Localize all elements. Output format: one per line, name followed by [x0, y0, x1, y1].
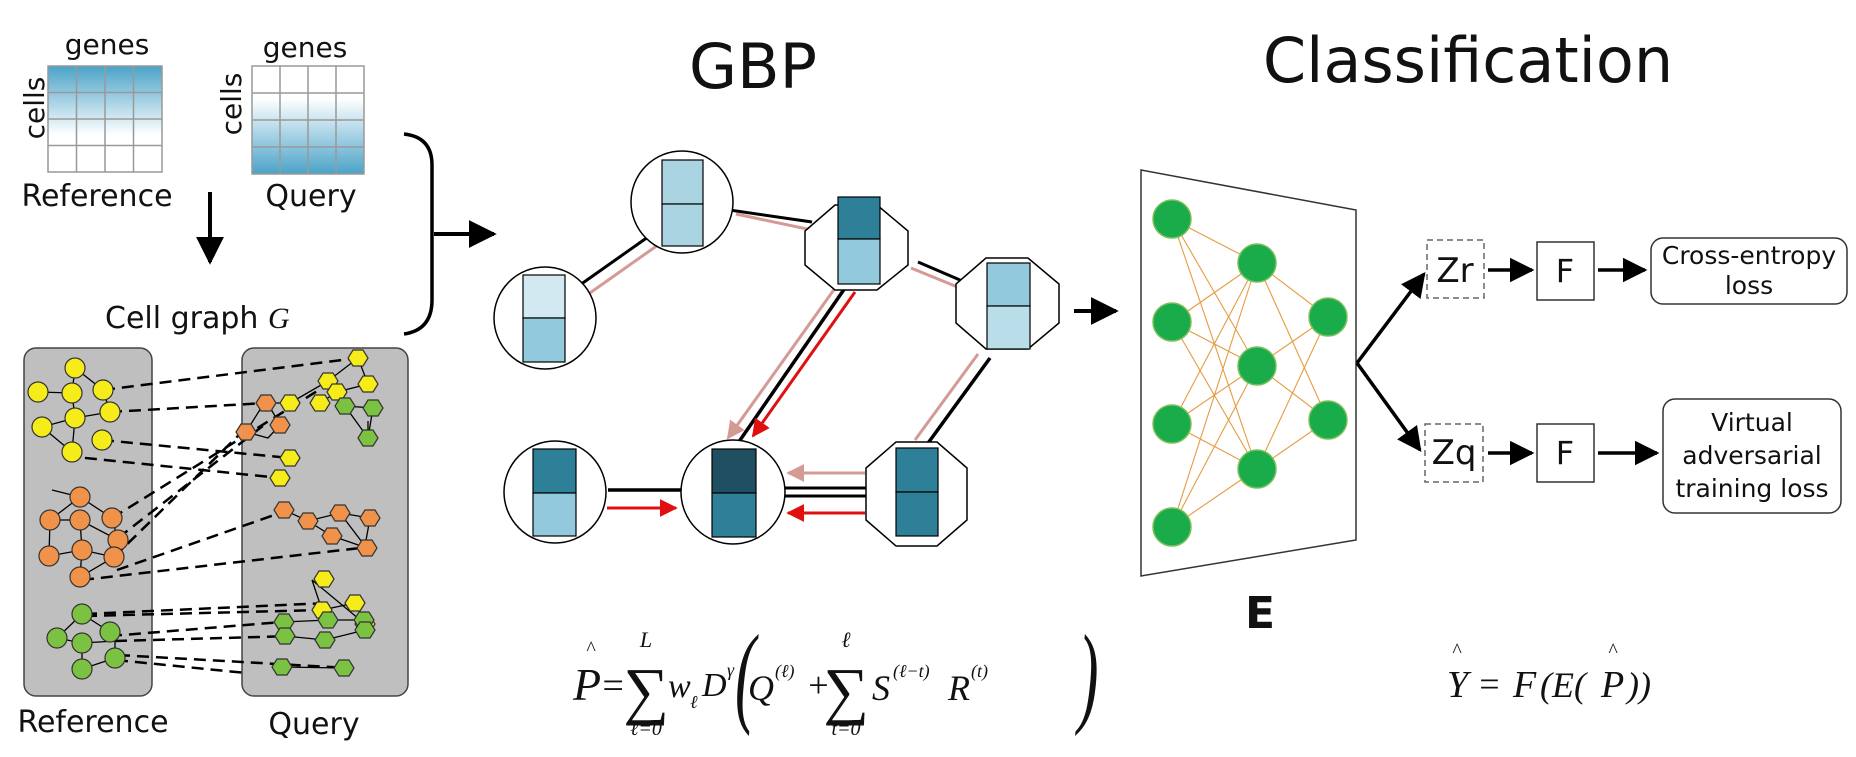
gbp-node-top-middle — [804, 196, 909, 291]
svg-text:w: w — [668, 668, 691, 705]
svg-text:)): )) — [1625, 665, 1651, 705]
query-matrix — [251, 65, 365, 175]
branch-arrow-top — [1355, 272, 1426, 365]
gbp-node-top — [630, 150, 734, 254]
cross-entropy-loss-box — [1650, 237, 1848, 305]
query-label: Query — [265, 179, 356, 214]
reference-yellow-nodes — [27, 357, 121, 463]
gbp-title: GBP — [689, 30, 817, 103]
svg-text:P: P — [1600, 664, 1624, 706]
svg-text:^: ^ — [1452, 640, 1462, 662]
f-label-top: F — [1556, 252, 1574, 290]
svg-text:Y: Y — [1447, 664, 1472, 706]
gbp-node-center — [680, 439, 786, 545]
gbp-formula: ^ P = L ∑ ℓ=0 w ℓ D γ ( Q (ℓ) + ℓ ∑ t=0 … — [572, 612, 1099, 740]
graph-query-label: Query — [268, 707, 359, 742]
svg-text:∑: ∑ — [623, 655, 669, 726]
reference-green-nodes — [46, 603, 126, 680]
svg-text:P: P — [572, 659, 601, 710]
gbp-section: GBP — [493, 30, 1119, 740]
svg-text:F: F — [1512, 664, 1537, 706]
vat-loss-box — [1662, 398, 1842, 514]
zr-label: Zr — [1436, 251, 1473, 291]
svg-text:^: ^ — [586, 638, 596, 660]
f-box-bottom — [1536, 423, 1595, 483]
reference-orange-nodes — [38, 486, 129, 588]
classification-formula: ^ Y = F (E( ^ P )) — [1447, 640, 1651, 706]
svg-text:(t): (t) — [971, 661, 988, 682]
svg-text:ℓ=0: ℓ=0 — [630, 718, 662, 740]
graph-reference-label: Reference — [17, 705, 168, 740]
svg-text:=: = — [600, 665, 626, 707]
encoder-network-edges — [1171, 218, 1329, 528]
reference-matrix — [47, 65, 163, 173]
svg-text:γ: γ — [727, 660, 735, 680]
svg-text:ℓ: ℓ — [841, 627, 851, 652]
svg-text:+: + — [806, 665, 830, 705]
f-box-top — [1536, 241, 1595, 301]
zq-label: Zq — [1432, 433, 1477, 473]
classification-title: Classification — [1263, 24, 1673, 97]
cells-label-reference: cells — [18, 77, 51, 140]
branch-arrow-bottom — [1355, 361, 1422, 452]
input-panel: genes cells Reference genes cells Query … — [17, 28, 497, 742]
svg-text:R: R — [947, 668, 970, 708]
cell-graph-label: Cell graph G — [105, 301, 290, 336]
svg-text:): ) — [1075, 612, 1099, 737]
cross-entropy-loss-line1: Cross-entropy — [1662, 241, 1836, 270]
gbp-node-right — [955, 257, 1060, 350]
gbp-message-arrows — [607, 283, 865, 522]
vat-loss-line3: training loss — [1675, 474, 1828, 503]
encoder-label: E — [1245, 588, 1275, 639]
svg-text:=: = — [1477, 664, 1501, 704]
svg-text:∑: ∑ — [823, 655, 869, 726]
cross-entropy-loss-line2: loss — [1725, 271, 1773, 300]
svg-text:L: L — [639, 627, 652, 652]
gbp-node-bottom-right — [865, 441, 968, 547]
input-merge-brace — [403, 132, 434, 336]
reference-label: Reference — [21, 179, 172, 214]
gbp-node-left — [493, 266, 597, 370]
vat-loss-line1: Virtual — [1711, 408, 1793, 437]
svg-text:D: D — [701, 667, 727, 704]
f-label-bottom: F — [1556, 434, 1574, 472]
encoder-network-nodes — [1152, 199, 1348, 547]
cells-label-query: cells — [215, 73, 248, 136]
query-green-nodes — [271, 397, 384, 677]
vat-loss-line2: adversarial — [1682, 441, 1821, 470]
svg-text:(: ( — [735, 612, 759, 737]
query-orange-nodes — [235, 394, 381, 557]
svg-text:Q: Q — [748, 668, 774, 708]
zr-box — [1426, 239, 1485, 299]
svg-text:S: S — [872, 668, 890, 708]
svg-text:(E(: (E( — [1540, 665, 1588, 705]
classification-section: Classification E Zr F Cross-entropy loss — [1140, 24, 1848, 706]
query-yellow-nodes — [269, 349, 379, 633]
svg-text:(ℓ): (ℓ) — [775, 661, 795, 682]
svg-text:ℓ: ℓ — [690, 692, 698, 712]
svg-text:t=0: t=0 — [831, 718, 860, 740]
svg-text:^: ^ — [1608, 640, 1618, 662]
genes-label-reference: genes — [65, 28, 150, 61]
zq-box — [1424, 423, 1484, 483]
svg-text:(ℓ−t): (ℓ−t) — [893, 661, 930, 682]
genes-label-query: genes — [263, 31, 348, 64]
gbp-node-bottom-left — [503, 440, 607, 544]
